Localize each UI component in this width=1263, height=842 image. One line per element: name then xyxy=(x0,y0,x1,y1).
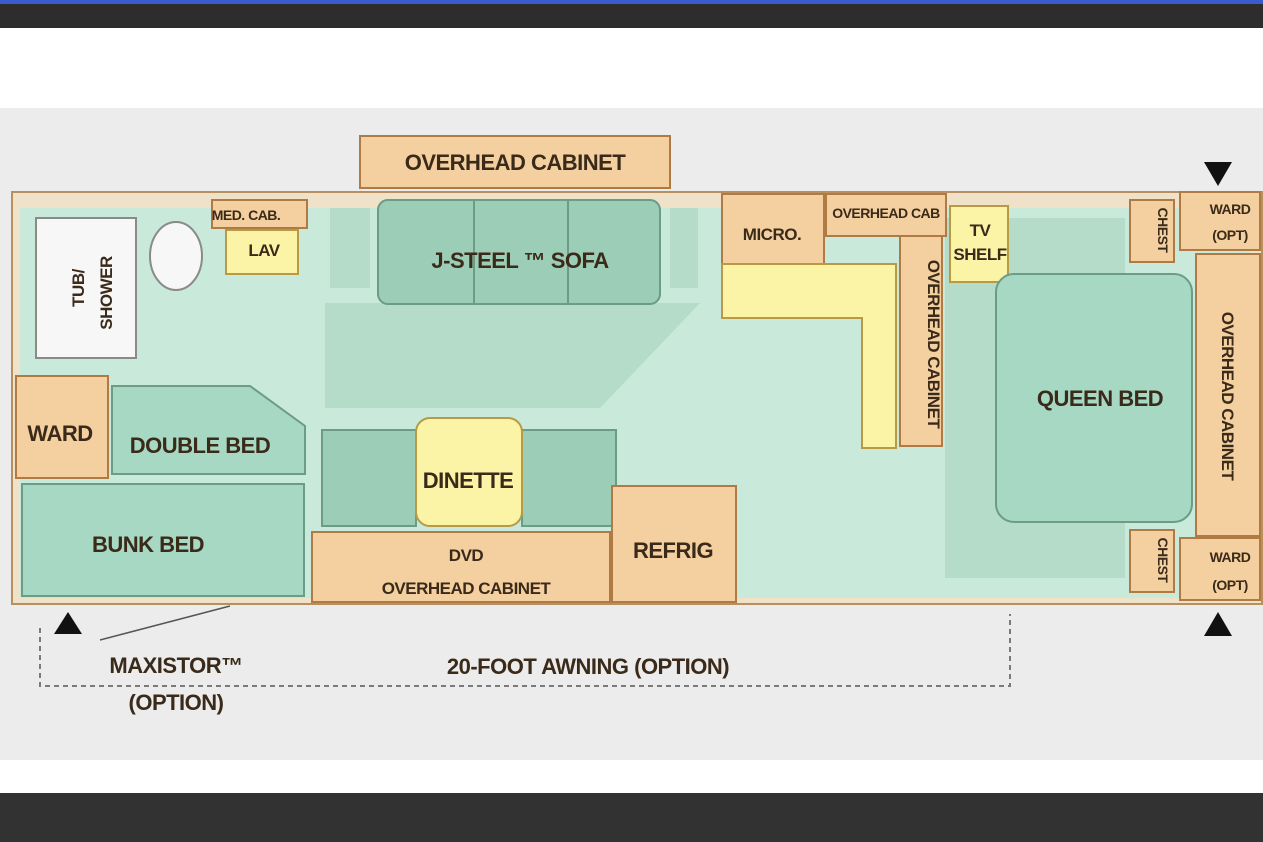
ward-opt-top-label: WARD xyxy=(1210,201,1251,217)
lav-label: LAV xyxy=(248,241,280,260)
maxistor-pointer xyxy=(99,605,231,641)
overhead-cabinet-vertical-label: OVERHEAD CABINET xyxy=(924,260,943,430)
overhead-cab-small xyxy=(825,193,947,237)
tub-label: TUB/ xyxy=(69,268,88,306)
toilet xyxy=(149,221,203,291)
tv-shelf xyxy=(949,205,1009,283)
sofa-label: J-STEEL ™ SOFA xyxy=(431,248,609,273)
queen-bed xyxy=(995,273,1193,523)
maxistor-option-label: (OPTION) xyxy=(129,690,224,715)
refrigerator xyxy=(611,485,737,603)
bottom-bar xyxy=(0,793,1263,842)
awning-label: 20-FOOT AWNING (OPTION) xyxy=(447,654,729,679)
slide-marker-left xyxy=(54,612,82,634)
chest-top-label: CHEST xyxy=(1155,208,1171,254)
shower-label: SHOWER xyxy=(97,256,116,330)
opt-bottom-label: (OPT) xyxy=(1212,577,1248,593)
wardrobe xyxy=(15,375,109,479)
overhead-cabinet-top xyxy=(359,135,671,189)
slide-wall-right xyxy=(670,208,698,288)
shelf-label: SHELF xyxy=(953,245,1006,264)
bunk-bed-label: BUNK BED xyxy=(92,532,204,557)
chest-top xyxy=(1129,199,1175,263)
microwave xyxy=(721,193,825,265)
living-floor xyxy=(325,303,700,408)
bunk-bed xyxy=(21,483,305,597)
overhead-cab-small-label: OVERHEAD CAB xyxy=(832,205,940,221)
ward-opt-top xyxy=(1179,191,1261,251)
dinette-table xyxy=(415,417,523,527)
dinette-seat-left xyxy=(321,429,417,527)
ward-opt-bottom xyxy=(1179,537,1261,601)
awning-outline xyxy=(39,614,1011,687)
med-cab-label: MED. CAB. xyxy=(212,207,281,223)
ward-opt-bottom-label: WARD xyxy=(1210,549,1251,565)
floorplan-diagram: OVERHEAD CABINET J-STEEL ™ SOFA TUB/ SHO… xyxy=(11,135,1263,715)
micro-label: MICRO. xyxy=(743,225,801,244)
dinette-seat-right xyxy=(521,429,617,527)
medicine-cabinet xyxy=(211,199,308,229)
slide-wall-left xyxy=(330,208,370,288)
dvd-overhead-cabinet xyxy=(311,531,611,603)
tv-label: TV xyxy=(970,221,992,240)
maxistor-label: MAXISTOR™ xyxy=(109,653,242,678)
overhead-cabinet-top-label: OVERHEAD CABINET xyxy=(405,150,627,175)
slide-marker-top xyxy=(1204,162,1232,186)
opt-top-label: (OPT) xyxy=(1212,227,1248,243)
top-bar xyxy=(0,0,1263,28)
floorplan-panel: OVERHEAD CABINET J-STEEL ™ SOFA TUB/ SHO… xyxy=(0,108,1263,760)
dinette-label: DINETTE xyxy=(423,468,514,493)
sofa xyxy=(377,199,661,305)
refrig-label: REFRIG xyxy=(633,538,713,563)
kitchen-counter xyxy=(721,263,897,449)
chest-bottom-label: CHEST xyxy=(1155,538,1171,584)
overhead-cabinet-vertical xyxy=(899,235,943,447)
double-bed xyxy=(111,385,306,475)
double-bed-label: DOUBLE BED xyxy=(130,433,270,458)
tub-shower xyxy=(35,217,137,359)
slide-marker-bottom xyxy=(1204,612,1232,636)
queen-bed-label: QUEEN BED xyxy=(1037,386,1163,411)
overhead-cabinet-right xyxy=(1195,253,1261,537)
lavatory xyxy=(225,229,299,275)
overhead-cabinet-right-label: OVERHEAD CABINET xyxy=(1218,312,1237,482)
chest-bottom xyxy=(1129,529,1175,593)
dvd-label: DVD xyxy=(449,546,484,565)
dvd-overhead-cabinet-label: OVERHEAD CABINET xyxy=(382,579,552,598)
ward-label: WARD xyxy=(27,421,92,446)
